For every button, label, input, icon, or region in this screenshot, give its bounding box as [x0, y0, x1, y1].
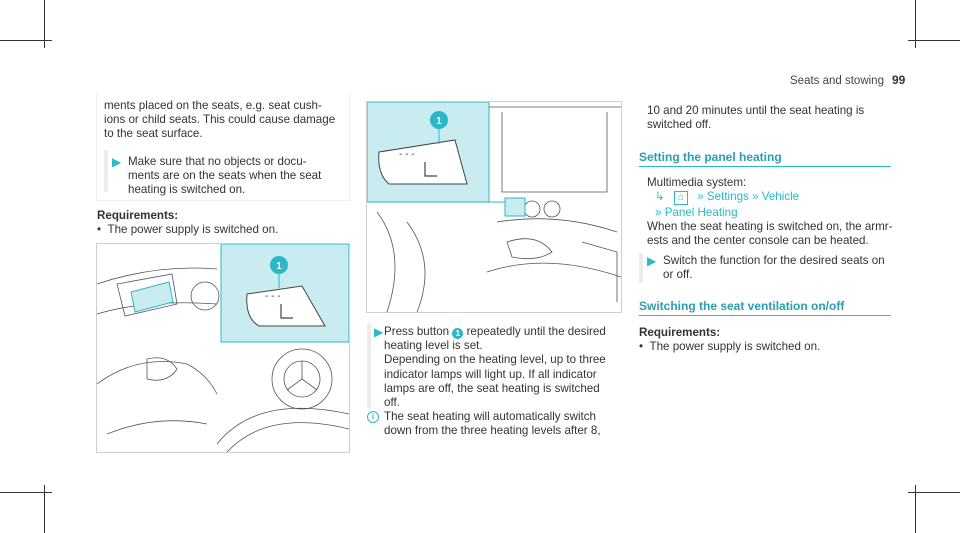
info-text: The seat heating will automatically swit… — [384, 410, 601, 438]
requirements-item: • The power supply is switched on. — [639, 340, 821, 353]
heading-panel-heating: Setting the panel heating — [639, 150, 782, 164]
requirements-item: • The power supply is switched on. — [97, 223, 279, 236]
requirements-title: Requirements: — [97, 209, 179, 222]
crop-mark — [915, 485, 916, 533]
action-text: Make sure that no objects or docu- ments… — [128, 155, 322, 197]
panel-heating-description: When the seat heating is switched on, th… — [647, 220, 893, 248]
arrow-right-icon: ▶ — [112, 155, 122, 169]
arrow-right-icon: ▶ — [374, 325, 384, 339]
crop-mark — [908, 492, 960, 493]
return-arrow-icon: ↳ — [655, 190, 665, 203]
section-title: Seats and stowing — [790, 75, 884, 87]
vehicle-menu-item[interactable]: Vehicle — [761, 190, 800, 203]
callout-1-icon: 1 — [452, 328, 464, 339]
info-icon: i — [367, 411, 379, 423]
double-chevron-icon: » — [697, 190, 704, 203]
multimedia-label: Multimedia system: — [647, 176, 747, 189]
menu-path: ↳ ⌂ » Settings » Vehicle » Panel Heating — [655, 190, 895, 220]
double-chevron-icon: » — [655, 206, 662, 219]
svg-text:- - -: - - - — [399, 149, 415, 160]
door-interior-illustration: - - - 1 — [367, 102, 621, 312]
requirements-title: Requirements: — [639, 326, 721, 339]
crop-mark — [44, 485, 45, 533]
arrow-right-icon: ▶ — [647, 254, 657, 268]
press-button-instructions: Press button 1 repeatedly until the desi… — [384, 325, 606, 410]
svg-text:- - -: - - - — [265, 291, 281, 302]
svg-text:1: 1 — [276, 261, 282, 272]
note-text: ments placed on the seats, e.g. seat cus… — [104, 99, 336, 141]
page-number: 99 — [891, 73, 906, 87]
heading-rule — [639, 315, 891, 316]
double-chevron-icon: » — [752, 190, 759, 203]
action-bar — [367, 324, 371, 408]
crop-mark — [0, 492, 52, 493]
continued-text: 10 and 20 minutes until the seat heating… — [647, 104, 865, 132]
panel-heating-menu-item[interactable]: Panel Heating — [664, 206, 738, 219]
crop-mark — [0, 40, 52, 41]
home-icon: ⌂ — [673, 191, 688, 205]
seat-heating-figure: - - - 1 — [366, 101, 622, 313]
door-panel-illustration: - - - 1 — [97, 244, 349, 452]
heading-rule — [639, 166, 891, 167]
crop-mark — [908, 40, 960, 41]
door-panel-figure: - - - 1 — [96, 243, 350, 453]
svg-text:1: 1 — [436, 116, 442, 127]
warning-note-box — [96, 92, 350, 201]
heading-seat-ventilation: Switching the seat ventilation on/off — [639, 299, 845, 313]
crop-mark — [915, 0, 916, 48]
crop-mark — [44, 0, 45, 48]
running-header: Seats and stowing 99 — [790, 73, 905, 87]
settings-menu-item[interactable]: Settings — [706, 190, 749, 203]
action-bar — [639, 253, 643, 283]
action-bar — [104, 150, 108, 192]
switch-function-text: Switch the function for the desired seat… — [663, 254, 885, 282]
